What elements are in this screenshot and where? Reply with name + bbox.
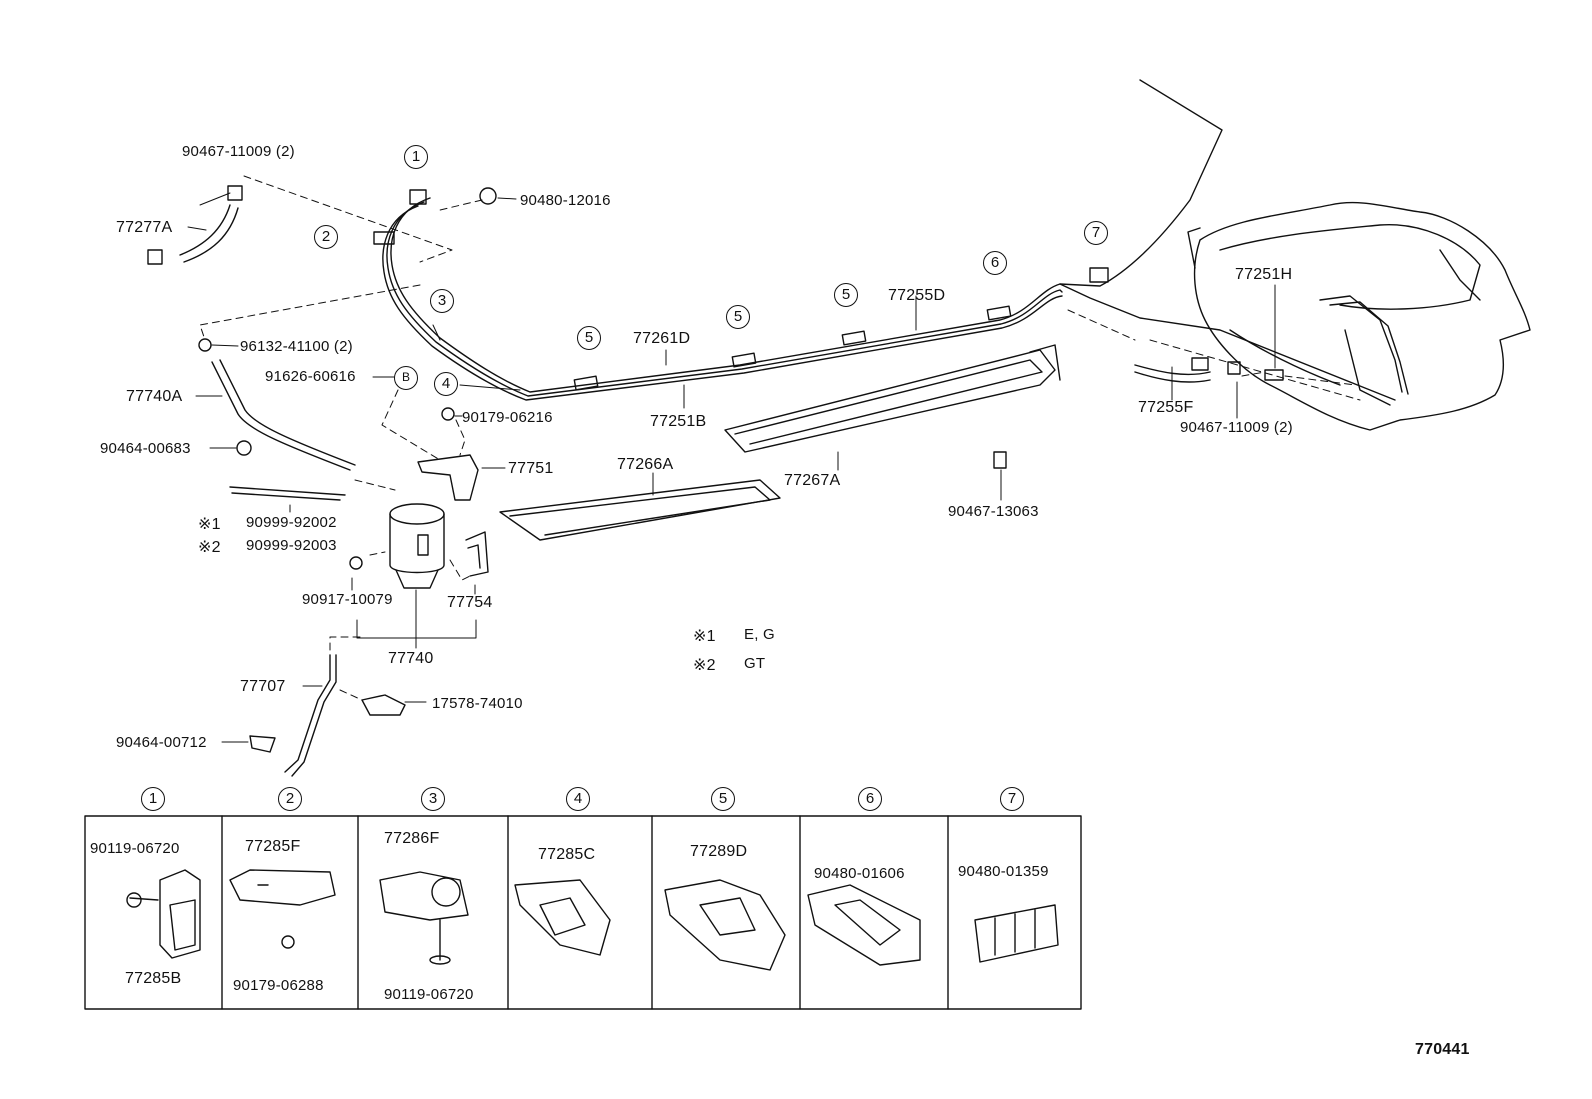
legend-mark-2: ※2: [693, 657, 716, 674]
panel-3-part-a: 77286F: [384, 830, 440, 847]
panel-6-part-a: 90480-01606: [814, 865, 905, 882]
panel-1-part-b: 77285B: [125, 970, 182, 987]
note-mark-2: ※2: [198, 539, 221, 556]
label-90179-06216: 90179-06216: [462, 409, 553, 426]
panel-4-number: 4: [566, 787, 590, 811]
label-77740: 77740: [388, 650, 434, 667]
fuel-lines: [382, 79, 1396, 401]
panel-1-part-a: 90119-06720: [90, 840, 180, 857]
label-90467-11009-right: 90467-11009 (2): [1180, 419, 1293, 436]
label-90467-13063: 90467-13063: [948, 503, 1039, 520]
pipe-77707: [249, 654, 406, 777]
label-77266A: 77266A: [617, 456, 674, 473]
marker-5b: 5: [726, 305, 750, 329]
label-17578-74010: 17578-74010: [432, 695, 523, 712]
hose-77277A: [147, 185, 243, 265]
leader-lines: [187, 192, 1276, 743]
panel-6-number: 6: [858, 787, 882, 811]
panel-7-part-a: 90480-01359: [958, 863, 1049, 880]
panel-5-number: 5: [711, 787, 735, 811]
charcoal-canister: [389, 503, 489, 589]
legend-mark-1: ※1: [693, 628, 716, 645]
legend-value-2: GT: [744, 655, 766, 672]
figure-id: 770441: [1415, 1041, 1470, 1058]
detail-drawings: [126, 869, 1059, 971]
panel-2-number: 2: [278, 787, 302, 811]
panel-3-part-b: 90119-06720: [384, 986, 474, 1003]
small-fittings: [198, 187, 1284, 570]
label-77255D: 77255D: [888, 287, 946, 304]
label-91626-60616: 91626-60616: [265, 368, 356, 385]
label-77740A: 77740A: [126, 388, 183, 405]
line-clamps: [373, 189, 1109, 391]
label-90480-12016: 90480-12016: [520, 192, 611, 209]
detail-panels-frame: [84, 815, 1082, 1010]
panel-1-number: 1: [141, 787, 165, 811]
label-77261D: 77261D: [633, 330, 691, 347]
label-77251H: 77251H: [1235, 266, 1293, 283]
label-90464-00712: 90464-00712: [116, 734, 207, 751]
label-90917-10079: 90917-10079: [302, 591, 393, 608]
panel-7-number: 7: [1000, 787, 1024, 811]
fuel-tank: [1187, 201, 1531, 431]
panel-4-part-a: 77285C: [538, 846, 596, 863]
label-96132-41100: 96132-41100 (2): [240, 338, 353, 355]
bracket-77751: [417, 454, 479, 501]
marker-7: 7: [1084, 221, 1108, 245]
marker-6: 6: [983, 251, 1007, 275]
label-77277A: 77277A: [116, 219, 173, 236]
label-77707: 77707: [240, 678, 286, 695]
label-77267A: 77267A: [784, 472, 841, 489]
label-77754: 77754: [447, 594, 493, 611]
panel-3-number: 3: [421, 787, 445, 811]
marker-B: B: [394, 366, 418, 390]
label-90467-11009-top: 90467-11009 (2): [182, 143, 295, 160]
fuel-line-protectors: [499, 344, 1061, 541]
label-77751: 77751: [508, 460, 554, 477]
marker-3: 3: [430, 289, 454, 313]
panel-5-part-a: 77289D: [690, 843, 748, 860]
marker-1: 1: [404, 145, 428, 169]
marker-2: 2: [314, 225, 338, 249]
dashed-connectors: [199, 175, 1361, 701]
bracket-77740: [356, 619, 477, 639]
legend-value-1: E, G: [744, 626, 775, 643]
hose-77740A: [211, 359, 356, 501]
label-90464-00683: 90464-00683: [100, 440, 191, 457]
label-90999-92002: 90999-92002: [246, 514, 337, 531]
marker-4: 4: [434, 372, 458, 396]
panel-2-part-b: 90179-06288: [233, 977, 324, 994]
marker-5c: 5: [834, 283, 858, 307]
marker-5a: 5: [577, 326, 601, 350]
label-77251B: 77251B: [650, 413, 707, 430]
label-90999-92003: 90999-92003: [246, 537, 337, 554]
note-mark-1: ※1: [198, 516, 221, 533]
label-77255F: 77255F: [1138, 399, 1194, 416]
panel-2-part-a: 77285F: [245, 838, 301, 855]
